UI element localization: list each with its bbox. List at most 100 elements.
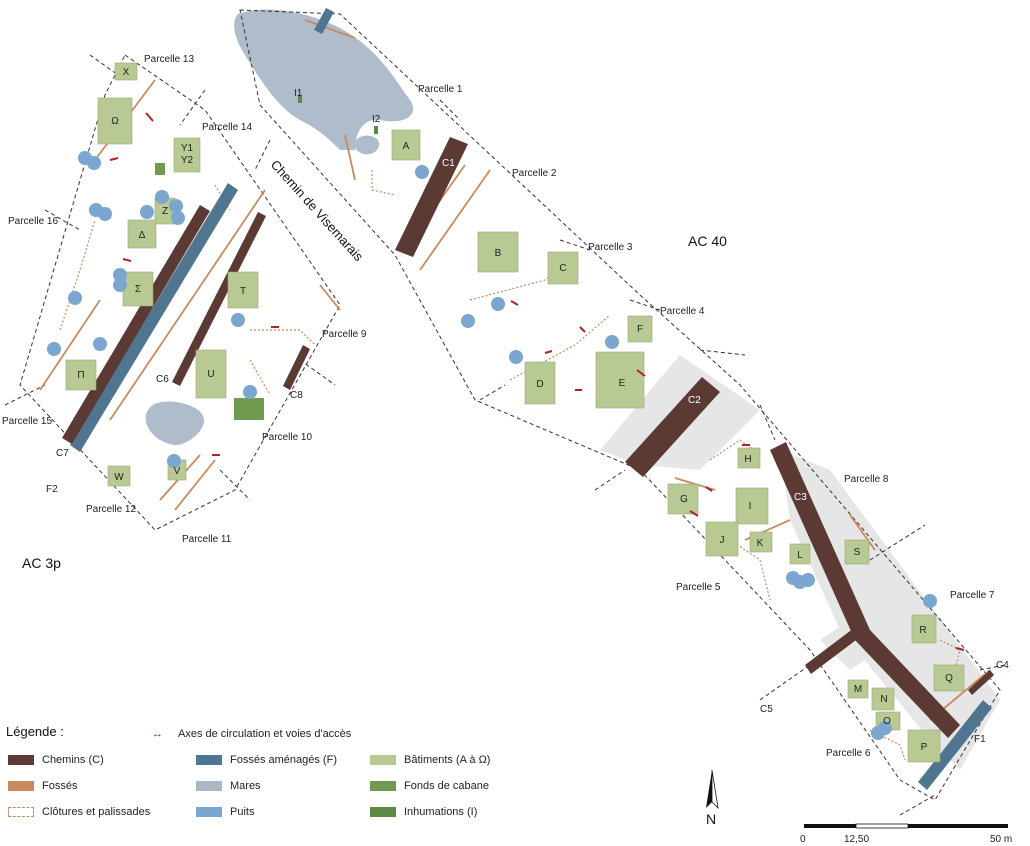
building-label: P	[921, 742, 928, 753]
building-label: H	[744, 454, 751, 465]
fosses	[39, 19, 991, 721]
parcel-labels: Parcelle 1 Parcelle 2 Parcelle 3 Parcell…	[2, 54, 995, 759]
legend-label: Chemins (C)	[42, 754, 104, 766]
double-arrow-icon: ↔	[152, 728, 163, 740]
legend-item-fonds-cabane: Fonds de cabane	[370, 780, 489, 792]
building-U	[195, 349, 227, 399]
building-label: J	[720, 535, 725, 546]
inhumations	[298, 95, 378, 134]
building-P	[907, 729, 941, 763]
fosse-north	[314, 8, 334, 34]
scale-bar: 0 12,50 50 m	[800, 823, 1012, 845]
legend-title: Légende :	[6, 724, 64, 739]
mares	[145, 9, 414, 445]
building-label: I	[749, 501, 752, 512]
fonds-cabane	[155, 163, 264, 420]
fosse-F2	[70, 183, 238, 452]
chemin-label: C3	[794, 492, 807, 503]
building-label: Y1	[181, 143, 194, 154]
building-Q	[933, 664, 965, 692]
building-I	[735, 487, 769, 525]
parcel-label: Parcelle 3	[588, 242, 633, 253]
swatch-fonds-cabane	[370, 781, 396, 791]
legend-label: Fossés aménagés (F)	[230, 754, 337, 766]
building-Y	[173, 137, 201, 173]
swatch-clotures	[8, 807, 34, 817]
chemin-label: C5	[760, 704, 773, 715]
building-label: K	[757, 538, 764, 549]
swatch-batiments	[370, 755, 396, 765]
parcel-boundaries	[4, 9, 1006, 816]
building-sigma	[122, 271, 154, 307]
fosses-amenages	[70, 8, 992, 790]
legend-label: Inhumations (I)	[404, 806, 478, 818]
building-E	[595, 351, 645, 409]
parcel-label: Parcelle 9	[322, 329, 367, 340]
swatch-chemins	[8, 755, 34, 765]
building-H	[737, 447, 761, 469]
chemin-C4	[968, 670, 994, 695]
parcel-label: Parcelle 16	[8, 216, 58, 227]
parcel-label: Parcelle 6	[826, 748, 871, 759]
scale-tick: 0	[800, 834, 806, 845]
swatch-inhumations	[370, 807, 396, 817]
building-label: D	[536, 379, 543, 390]
chemin-label: C4	[996, 660, 1009, 671]
parcel-label: Parcelle 7	[950, 590, 995, 601]
building-X	[114, 62, 138, 81]
legend-item-mares: Mares	[196, 780, 261, 792]
chemin-C6	[172, 212, 266, 386]
north-arrow-icon: N	[706, 769, 719, 827]
legend-label: Fossés	[42, 780, 78, 792]
inhumation-label: I1	[294, 88, 303, 99]
legend-label: Fonds de cabane	[404, 780, 490, 792]
building-M	[847, 679, 869, 699]
chemin-C3	[770, 442, 960, 738]
building-label: W	[114, 472, 124, 483]
chemin-label: C2	[688, 395, 701, 406]
legend-item-puits: Puits	[196, 806, 254, 818]
legend-label: Puits	[230, 806, 255, 818]
legend-item-fosses: Fossés	[8, 780, 77, 792]
building-G	[667, 483, 699, 515]
parcel-label: Parcelle 13	[144, 54, 194, 65]
building-label: S	[854, 547, 861, 558]
parcel-label: Parcelle 12	[86, 504, 136, 515]
building-label: Y2	[181, 155, 194, 166]
mare-north	[234, 9, 414, 150]
building-F	[627, 315, 653, 343]
building-R	[911, 614, 937, 644]
scale-tick: 50 m	[990, 834, 1012, 845]
building-pi	[65, 359, 97, 391]
building-label: O	[883, 716, 891, 727]
parcel-label: Parcelle 1	[418, 84, 463, 95]
fosse-F1	[918, 700, 992, 790]
building-label: Σ	[135, 284, 141, 295]
parcel-label: Parcelle 10	[262, 432, 312, 443]
building-K	[749, 531, 773, 553]
chemins	[62, 137, 994, 738]
building-C	[547, 251, 579, 285]
legend: Légende : ↔ Axes de circulation et voies…	[6, 724, 526, 846]
building-A	[391, 129, 421, 161]
legend-item-fosses-amenages: Fossés aménagés (F)	[196, 754, 337, 766]
chemin-C8	[283, 345, 310, 390]
legend-item-chemins: Chemins (C)	[8, 754, 104, 766]
swatch-mares	[196, 781, 222, 791]
parcel-label: Parcelle 4	[660, 306, 705, 317]
building-label: Z	[162, 206, 168, 217]
batiments	[65, 62, 965, 763]
chemin-C5	[805, 625, 864, 674]
building-label: Q	[945, 673, 953, 684]
swatch-fosses-amenages	[196, 755, 222, 765]
legend-item-axes: ↔ Axes de circulation et voies d'accès	[152, 728, 351, 740]
chemin-label: C6	[156, 374, 169, 385]
legend-label: Clôtures et palissades	[42, 806, 151, 818]
building-label: M	[854, 684, 862, 695]
building-label: E	[619, 378, 626, 389]
swatch-puits	[196, 807, 222, 817]
north-label: N	[706, 811, 716, 827]
building-delta	[127, 219, 157, 249]
chemin-C1	[395, 137, 468, 257]
legend-item-clotures: Clôtures et palissades	[8, 806, 150, 818]
